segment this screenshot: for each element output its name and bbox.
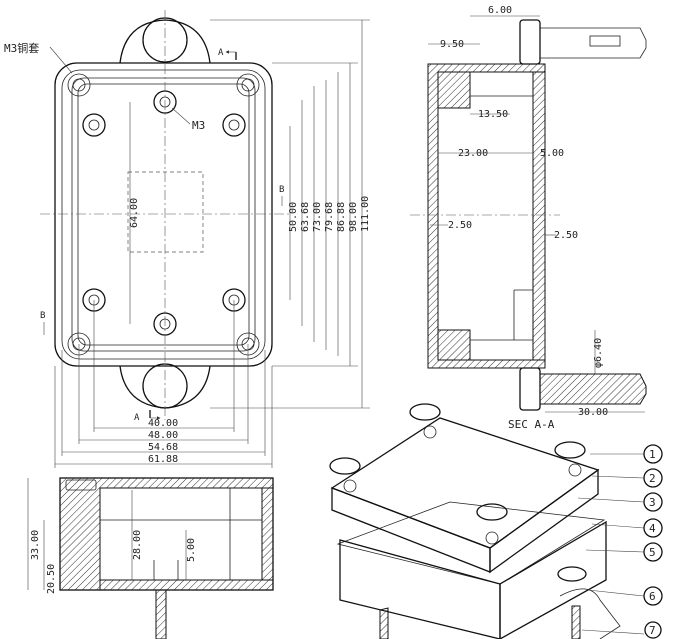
dim-23: 23.00	[458, 148, 488, 159]
section-view: 6.00 9.50 13.50 23.00 5.00 2.50 2.50 φ6.…	[410, 5, 647, 431]
gasket	[336, 501, 606, 585]
dim-111: 111.00	[360, 196, 371, 232]
callout-bubbles: 1 2 3 4 5 6 7	[643, 444, 663, 639]
cap-6	[557, 566, 587, 582]
side-view: 33.00 20.50 28.00 5.00	[27, 477, 274, 639]
dim-20-5: 20.50	[46, 564, 57, 594]
dim-2-5-left: 2.50	[448, 220, 472, 231]
section-mark-a-bottom: A	[134, 413, 140, 423]
cap-3	[554, 441, 586, 459]
section-mark-b-right: B	[279, 185, 284, 195]
anchor-top-body	[540, 27, 647, 59]
lid-outline	[54, 62, 273, 367]
section-mark-b-left: B	[40, 311, 45, 321]
dim-9-5: 9.50	[440, 39, 464, 50]
lid-wall-section	[532, 71, 546, 361]
bottom-dimensions: 40.00 48.00 54.68 61.88	[54, 300, 273, 468]
dim-79-68: 79.68	[324, 202, 335, 232]
dim-28: 28.00	[132, 530, 143, 560]
dim-63-68: 63.68	[300, 202, 311, 232]
cap-2	[329, 457, 361, 475]
section-title: SEC A-A	[508, 418, 555, 431]
callout-7: 7	[649, 624, 656, 637]
side-left-section	[59, 477, 274, 591]
dim-6: 6.00	[488, 5, 512, 16]
callout-m3: M3	[192, 119, 205, 132]
callout-6: 6	[649, 590, 656, 603]
base-front-face	[339, 539, 501, 639]
dim-86-88: 86.88	[336, 202, 347, 232]
dim-30: 30.00	[578, 407, 608, 418]
dim-2-5-right: 2.50	[554, 230, 578, 241]
dim-98: 98.00	[348, 202, 359, 232]
side-base-section	[99, 579, 274, 591]
base-side-face	[499, 520, 607, 639]
dim-54-68: 54.68	[148, 442, 178, 453]
lid-edge	[61, 69, 266, 360]
dim-64: 64.00	[129, 198, 140, 228]
callout-3: 3	[649, 496, 656, 509]
top-view: A A B B M3铜套 M3 64.00 50.00 6	[4, 10, 371, 468]
dim-phi-6-4: φ6.40	[593, 338, 604, 368]
anchor-top-label	[589, 35, 621, 47]
cap-4	[476, 503, 508, 521]
callout-1: 1	[649, 448, 656, 461]
dim-73: 73.00	[312, 202, 323, 232]
bottom-boss-section	[437, 329, 471, 361]
side-anchor	[155, 589, 167, 639]
dim-13-5: 13.50	[478, 109, 508, 120]
base-ear	[559, 588, 621, 639]
dim-5-section: 5.00	[540, 148, 564, 159]
lid-side-face	[489, 468, 599, 574]
m3-bosses	[82, 90, 246, 336]
callout-m3-sleeve: M3铜套	[4, 41, 39, 55]
section-mark-a-top: A	[218, 48, 224, 58]
side-right-wall	[261, 487, 274, 581]
lid-inner-step	[77, 83, 250, 346]
right-dimensions: 50.00 63.68 73.00 79.68 86.88 98.00 111.…	[210, 19, 371, 409]
dim-40: 40.00	[148, 418, 178, 429]
dim-61-88: 61.88	[148, 454, 178, 465]
lid-inner-panel	[71, 77, 256, 352]
anchor-top-head	[519, 19, 541, 65]
callout-4: 4	[649, 522, 656, 535]
exploded-view: 1 2 3 4 5 6 7	[329, 403, 663, 639]
anchor-bottom-head	[519, 367, 541, 411]
dim-5-side: 5.00	[186, 538, 197, 562]
cap-1	[409, 403, 441, 421]
dim-48: 48.00	[148, 430, 178, 441]
dim-50: 50.00	[288, 202, 299, 232]
top-boss-section	[437, 71, 471, 109]
callout-5: 5	[649, 546, 656, 559]
lid-top-face	[330, 417, 600, 549]
dim-33: 33.00	[30, 530, 41, 560]
anchor-bottom-body	[539, 373, 647, 405]
callout-2: 2	[649, 472, 656, 485]
